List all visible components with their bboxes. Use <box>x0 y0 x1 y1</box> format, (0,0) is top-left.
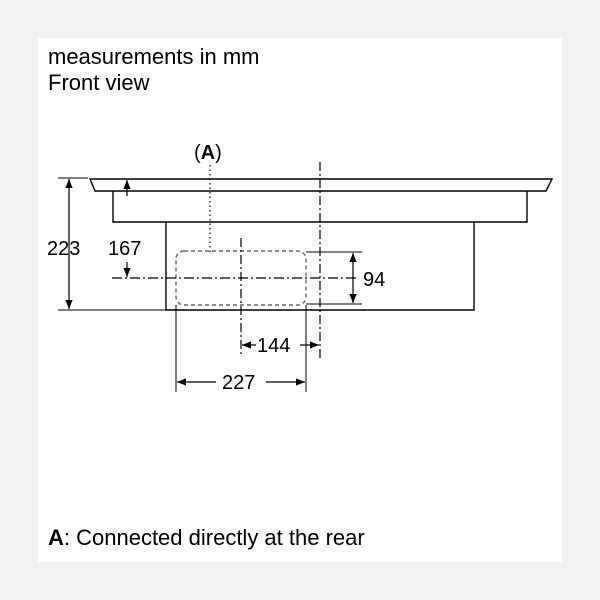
legend-note: A: Connected directly at the rear <box>48 525 365 551</box>
dimension-lines <box>65 179 357 386</box>
callout-letter: A <box>201 142 215 164</box>
callout-a: (A) <box>194 142 222 164</box>
callout-close: ) <box>215 142 222 164</box>
legend-key: A <box>48 525 64 550</box>
legend-text: : Connected directly at the rear <box>63 525 365 550</box>
dim-227-label: 227 <box>222 372 255 394</box>
glass-top <box>88 178 554 192</box>
units-caption: measurements in mm <box>48 44 260 69</box>
hob-outline <box>88 178 554 311</box>
dim-144-label: 144 <box>257 335 290 357</box>
view-caption: Front view <box>48 70 150 95</box>
centerlines <box>112 162 358 358</box>
dim-223-label: 223 <box>47 238 80 260</box>
dim-167-label: 167 <box>108 238 141 260</box>
extension-lines <box>58 177 362 392</box>
callout-open: ( <box>194 142 201 164</box>
dim-94-label: 94 <box>363 269 385 291</box>
